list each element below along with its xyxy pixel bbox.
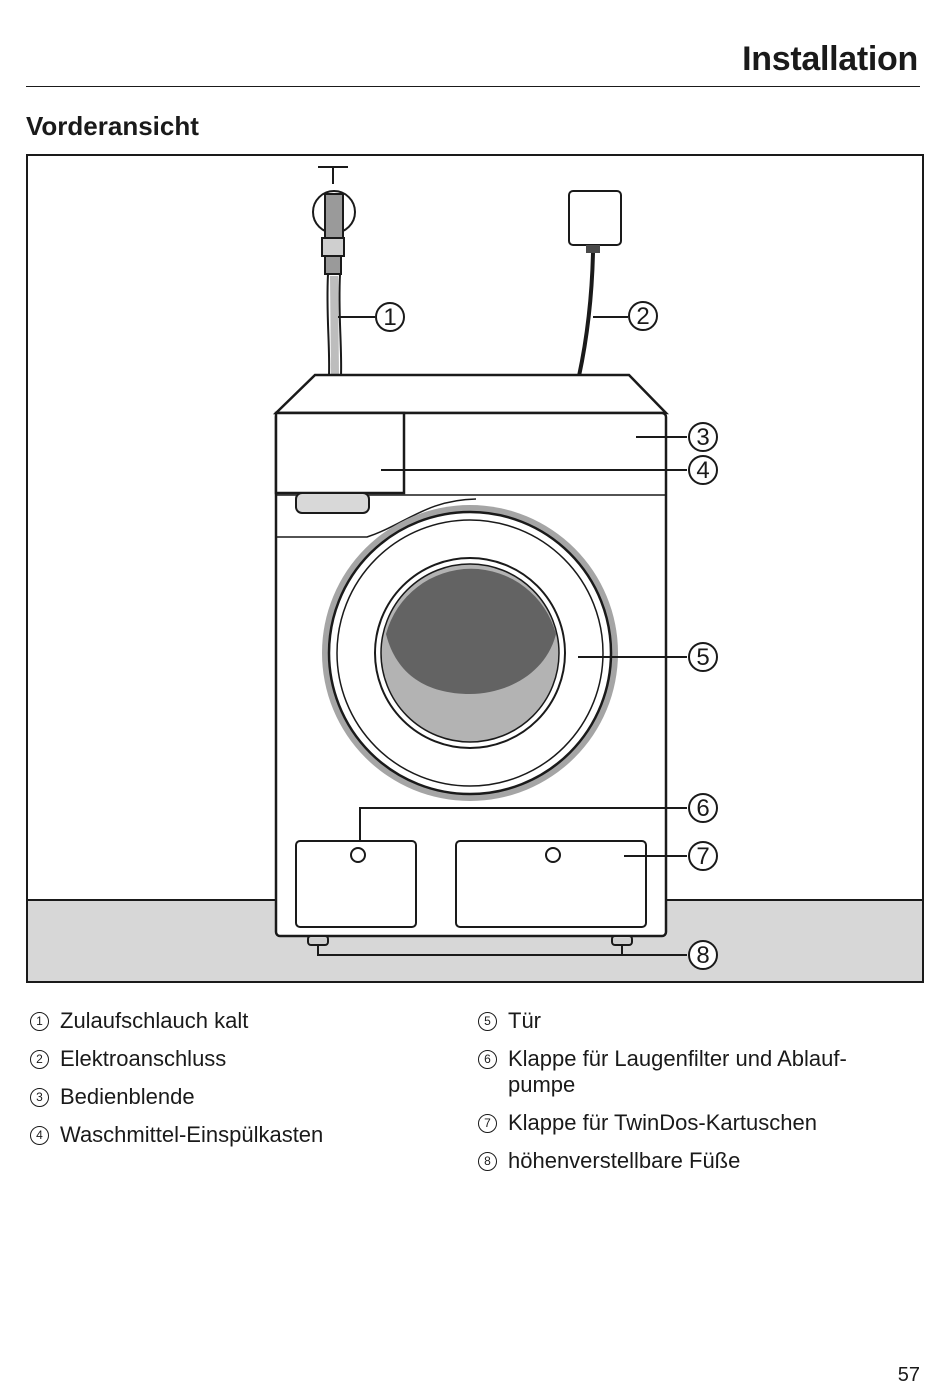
legend-item: 5 Tür — [478, 1008, 908, 1034]
page-title: Installation — [742, 40, 918, 78]
callout-2 — [628, 301, 658, 331]
page-number: 57 — [897, 1364, 920, 1386]
legend-item: 4 Waschmittel-Einspülkasten — [30, 1122, 450, 1148]
power-plug-icon — [568, 190, 622, 377]
legend-number: 7 — [478, 1114, 497, 1133]
legend-number: 8 — [478, 1152, 497, 1171]
legend-text: höhenverstellbare Füße — [508, 1148, 741, 1173]
legend-number: 4 — [30, 1126, 49, 1145]
legend-item: 2 Elektroanschluss — [30, 1046, 450, 1072]
bottom-flaps — [295, 840, 647, 928]
inlet-hose — [326, 273, 331, 377]
callout-3 — [688, 422, 718, 452]
callout-1 — [375, 302, 405, 332]
legend-text: Bedienblende — [60, 1084, 195, 1109]
legend-text: Elektroanschluss — [60, 1046, 227, 1071]
legend-text: Zulaufschlauch kalt — [60, 1008, 249, 1033]
callout-8-label: 8 — [696, 942, 709, 969]
legend-item: 7 Klappe für TwinDos-Kartuschen — [478, 1110, 908, 1136]
legend-item: 6 Klappe für Laugenfilter und Ablauf- pu… — [478, 1046, 908, 1098]
door — [322, 505, 618, 801]
legend-number: 6 — [478, 1050, 497, 1069]
legend-right: 5 Tür 6 Klappe für Laugenfilter und Abla… — [478, 1008, 908, 1186]
callout-3-label: 3 — [696, 424, 709, 451]
legend-text: Klappe für Laugenfilter und Ablauf- pump… — [508, 1046, 847, 1097]
callout-6-label: 6 — [696, 795, 709, 822]
callout-4 — [688, 455, 718, 485]
legend-number: 1 — [30, 1012, 49, 1031]
callout-5-label: 5 — [696, 644, 709, 671]
legend-number: 3 — [30, 1088, 49, 1107]
legend-item: 3 Bedienblende — [30, 1084, 450, 1110]
callout-6 — [688, 793, 718, 823]
legend-number: 5 — [478, 1012, 497, 1031]
leader-lines — [317, 316, 687, 956]
legend-text: Klappe für TwinDos-Kartuschen — [508, 1110, 817, 1135]
callout-8 — [688, 940, 718, 970]
legend-item: 1 Zulaufschlauch kalt — [30, 1008, 450, 1034]
washing-machine-illustration: 1 2 3 4 5 6 7 8 — [26, 154, 924, 983]
callout-markers — [375, 301, 718, 970]
water-tap-icon — [312, 166, 356, 275]
callout-1-label: 1 — [383, 304, 396, 331]
legend-number: 2 — [30, 1050, 49, 1069]
callout-5 — [688, 642, 718, 672]
callout-2-label: 2 — [636, 303, 649, 330]
callout-4-label: 4 — [696, 457, 709, 484]
page-header: Installation — [26, 36, 920, 87]
callout-7-label: 7 — [696, 843, 709, 870]
callout-7 — [688, 841, 718, 871]
legend-text: Waschmittel-Einspülkasten — [60, 1122, 324, 1147]
section-title: Vorderansicht — [26, 111, 199, 141]
legend-item: 8 höhenverstellbare Füße — [478, 1148, 908, 1174]
front-view-figure: 1 2 3 4 5 6 7 8 — [26, 154, 924, 983]
legend-text: Tür — [508, 1008, 541, 1033]
legend-left: 1 Zulaufschlauch kalt 2 Elektroanschluss… — [30, 1008, 450, 1160]
